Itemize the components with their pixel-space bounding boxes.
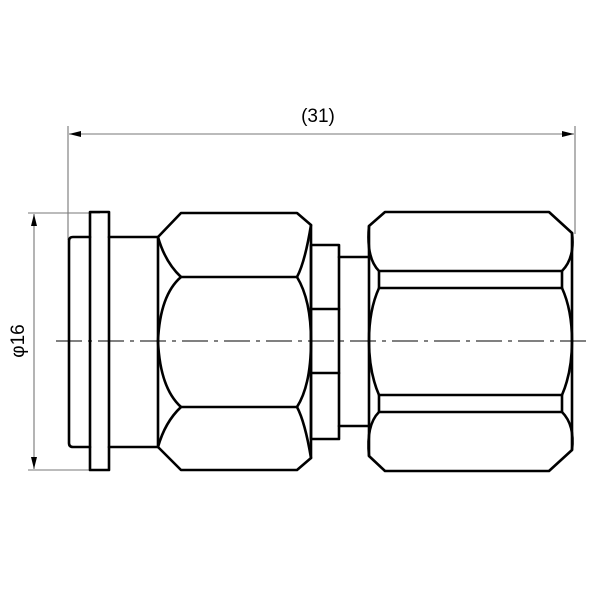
connector-body xyxy=(107,235,160,449)
length-dimension-label: (31) xyxy=(301,106,335,127)
diameter-dimension: φ16 xyxy=(8,212,100,471)
neck-section xyxy=(337,255,371,428)
hex-nut-right xyxy=(367,210,574,473)
middle-hex-section xyxy=(309,243,341,441)
tube-end xyxy=(67,235,92,449)
hex-nut-left xyxy=(156,211,313,472)
length-dimension: (31) xyxy=(67,106,576,240)
diameter-dimension-label: φ16 xyxy=(8,324,29,357)
